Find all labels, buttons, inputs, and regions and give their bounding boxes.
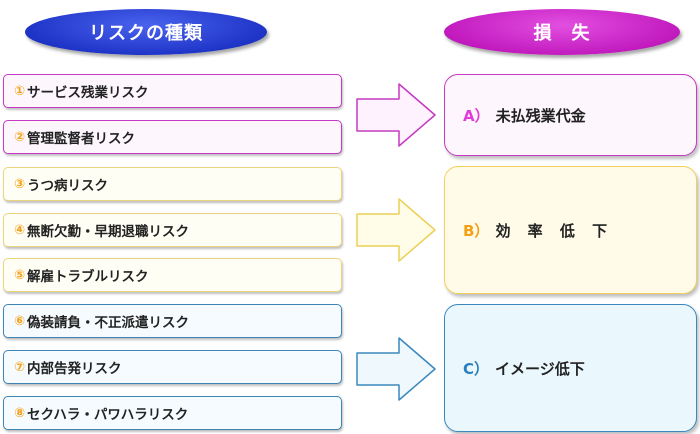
risk-label: 偽装請負・不正派遣リスク bbox=[27, 315, 190, 331]
loss-box-b: B） 効 率 低 下 bbox=[444, 166, 697, 294]
arrow-right-icon-a bbox=[356, 83, 436, 147]
loss-letter: B） bbox=[463, 221, 490, 240]
risk-number: ⑥ bbox=[14, 313, 26, 329]
risk-item-5: ⑤ 解雇トラブルリスク bbox=[3, 258, 342, 292]
risk-number: ⑦ bbox=[14, 359, 26, 375]
risk-label: セクハラ・パワハラリスク bbox=[27, 407, 189, 423]
loss-label: イメージ低下 bbox=[495, 359, 585, 378]
arrow-right-icon-b bbox=[356, 198, 436, 262]
loss-letter: A） bbox=[463, 106, 490, 125]
loss-box-a: A） 未払残業代金 bbox=[444, 74, 697, 156]
risk-label: 管理監督者リスク bbox=[27, 131, 136, 147]
risk-item-6: ⑥ 偽装請負・不正派遣リスク bbox=[3, 304, 342, 338]
risk-label: 内部告発リスク bbox=[27, 361, 122, 377]
risk-label: 解雇トラブルリスク bbox=[27, 269, 149, 285]
risk-item-4: ④ 無断欠勤・早期退職リスク bbox=[3, 213, 342, 247]
risk-label: 無断欠勤・早期退職リスク bbox=[27, 224, 190, 240]
arrow-right-icon-c bbox=[356, 337, 436, 401]
risk-number: ③ bbox=[14, 176, 26, 192]
header-risk-types-label: リスクの種類 bbox=[89, 23, 203, 44]
risk-number: ⑧ bbox=[14, 405, 26, 421]
header-loss-label: 損 失 bbox=[533, 23, 591, 44]
risk-item-3: ③ うつ病リスク bbox=[3, 167, 342, 201]
risk-item-1: ① サービス残業リスク bbox=[3, 74, 342, 108]
risk-item-8: ⑧ セクハラ・パワハラリスク bbox=[3, 396, 342, 430]
risk-number: ② bbox=[14, 129, 26, 145]
risk-label: サービス残業リスク bbox=[27, 85, 149, 101]
risk-item-2: ② 管理監督者リスク bbox=[3, 120, 342, 154]
header-risk-types: リスクの種類 bbox=[25, 9, 267, 55]
loss-label: 効 率 低 下 bbox=[495, 221, 614, 240]
risk-number: ① bbox=[14, 83, 26, 99]
loss-box-c: C） イメージ低下 bbox=[444, 304, 697, 432]
risk-number: ④ bbox=[14, 222, 26, 238]
risk-label: うつ病リスク bbox=[27, 178, 109, 194]
risk-item-7: ⑦ 内部告発リスク bbox=[3, 350, 342, 384]
risk-number: ⑤ bbox=[14, 267, 26, 283]
loss-label: 未払残業代金 bbox=[495, 106, 586, 125]
header-loss: 損 失 bbox=[444, 9, 680, 55]
loss-letter: C） bbox=[463, 359, 490, 378]
